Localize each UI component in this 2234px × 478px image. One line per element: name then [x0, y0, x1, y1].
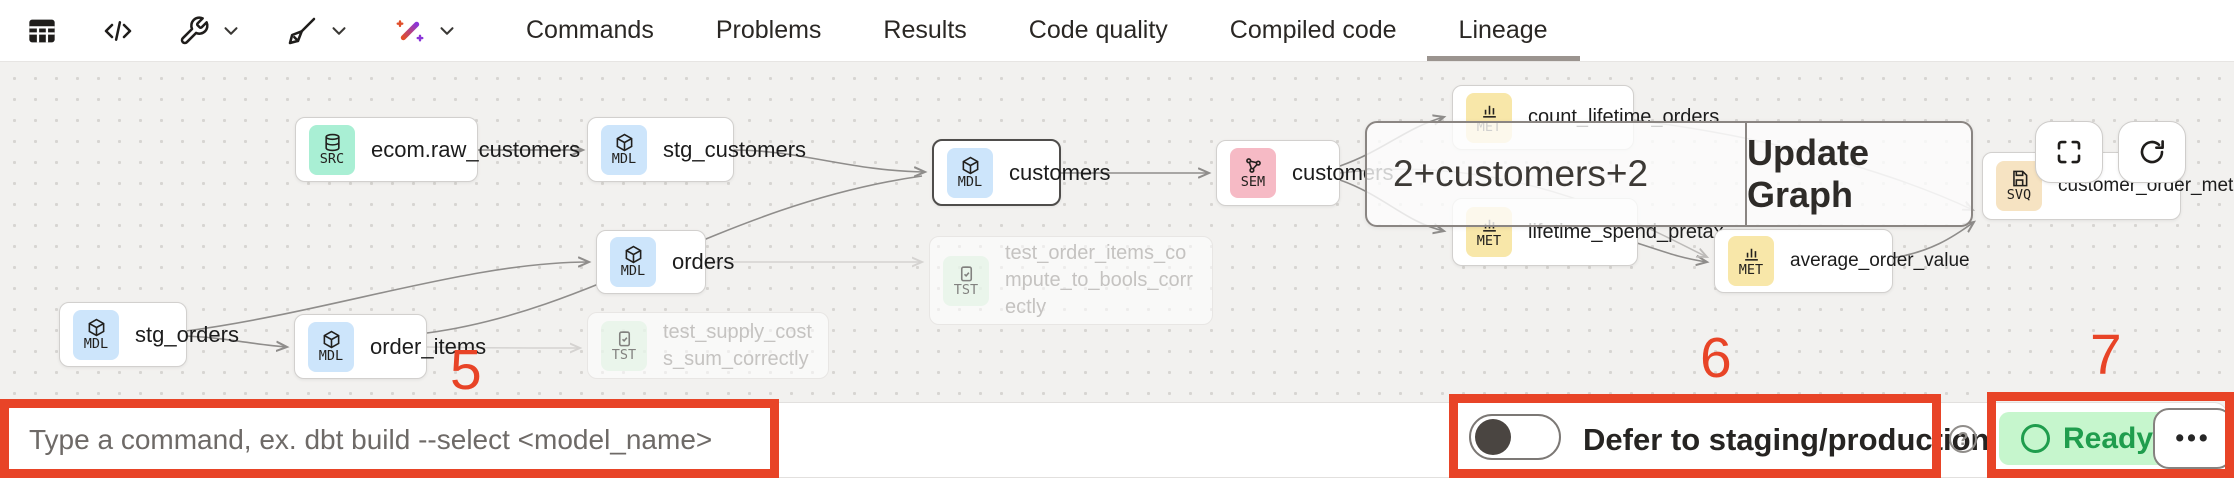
cube-icon — [88, 318, 104, 337]
defer-label: Defer to staging/production — [1583, 422, 1990, 457]
status-label: Ready — [2063, 421, 2154, 455]
update-graph-button[interactable]: Update Graph — [1745, 123, 1971, 225]
clipboard-check-icon — [960, 266, 972, 282]
tab-lineage[interactable]: Lineage — [1426, 0, 1580, 61]
status-ready-button[interactable]: Ready — [1999, 412, 2176, 465]
cube-icon — [323, 330, 339, 349]
lint-tool-dropdown[interactable] — [286, 15, 350, 47]
graph-nodes-icon — [1245, 158, 1261, 174]
broom-icon — [288, 17, 316, 44]
model-badge: MDL — [73, 309, 119, 360]
command-bar: Defer to staging/production ? Ready ••• — [6, 402, 2233, 478]
annotation-number-7: 7 — [2090, 323, 2122, 387]
refresh-button[interactable] — [2118, 121, 2186, 183]
tab-compiled-code[interactable]: Compiled code — [1229, 16, 1397, 44]
node-stg-orders[interactable]: MDL stg_orders — [59, 302, 239, 367]
fit-view-button[interactable] — [2035, 121, 2103, 183]
annotation-number-6: 6 — [1700, 326, 1732, 390]
tab-code-quality[interactable]: Code quality — [1028, 16, 1168, 44]
cube-icon — [616, 133, 632, 152]
node-ecom-raw-customers[interactable]: SRC ecom.raw_customers — [295, 117, 580, 182]
node-test-supply-costs[interactable]: TST test_supply_costs_sum_correctly — [587, 312, 829, 379]
annotation-number-5: 5 — [450, 338, 482, 402]
refresh-icon — [2140, 140, 2164, 164]
help-icon[interactable]: ? — [1949, 425, 1977, 453]
code-icon[interactable] — [102, 15, 134, 47]
node-stg-customers[interactable]: MDL stg_customers — [587, 117, 806, 182]
model-badge: MDL — [947, 147, 993, 198]
tab-results[interactable]: Results — [883, 16, 967, 44]
build-tool-dropdown[interactable] — [178, 15, 242, 47]
test-badge: TST — [943, 255, 989, 306]
node-order-items[interactable]: MDL order_items — [294, 314, 486, 379]
clipboard-check-icon — [618, 331, 630, 347]
floppy-disk-icon — [2012, 170, 2027, 187]
table-icon[interactable] — [26, 15, 58, 47]
model-badge: MDL — [610, 237, 656, 287]
model-badge: MDL — [308, 321, 354, 372]
magic-wand-icon — [396, 19, 424, 42]
bar-chart-icon — [1482, 105, 1496, 118]
defer-toggle[interactable] — [1469, 414, 1561, 460]
node-test-order-items[interactable]: TST test_order_items_compute_to_bools_co… — [929, 236, 1213, 325]
bar-chart-icon — [1744, 249, 1758, 261]
wrench-icon — [180, 15, 209, 44]
test-badge: TST — [601, 320, 647, 371]
more-options-button[interactable]: ••• — [2153, 408, 2233, 469]
database-icon — [324, 133, 340, 151]
cube-icon — [962, 156, 978, 175]
graph-selector-overlay: 2+customers+2 Update Graph — [1365, 121, 1973, 227]
metric-badge: MET — [1728, 236, 1774, 286]
command-input[interactable] — [29, 415, 929, 465]
chevron-down-icon — [332, 26, 346, 35]
saved-query-badge: SVQ — [1996, 161, 2042, 211]
tab-commands[interactable]: Commands — [526, 16, 654, 44]
lineage-selector-input[interactable]: 2+customers+2 — [1393, 153, 1649, 194]
chevron-down-icon — [224, 26, 238, 35]
model-badge: MDL — [601, 124, 647, 175]
chevron-down-icon — [440, 26, 454, 35]
node-orders[interactable]: MDL orders — [596, 230, 734, 294]
ai-assist-dropdown[interactable] — [394, 15, 458, 47]
node-customers-model[interactable]: MDL customers — [932, 139, 1110, 206]
node-customers-semantic[interactable]: SEM customers — [1216, 140, 1393, 206]
toggle-knob — [1475, 419, 1511, 455]
lineage-graph-canvas[interactable]: SRC ecom.raw_customers MDL stg_customers… — [0, 62, 2234, 478]
semantic-badge: SEM — [1230, 148, 1276, 198]
source-badge: SRC — [309, 124, 355, 175]
panel-tabs: Commands Problems Results Code quality C… — [458, 0, 1580, 61]
fullscreen-icon — [2057, 140, 2081, 164]
status-circle-icon — [2021, 424, 2050, 453]
tab-problems[interactable]: Problems — [715, 16, 822, 44]
node-average-order-value[interactable]: MET average_order_value — [1714, 229, 1970, 293]
toolbar-icon-group — [0, 15, 458, 47]
cube-icon — [625, 245, 641, 264]
editor-toolbar: Commands Problems Results Code quality C… — [0, 0, 2234, 62]
